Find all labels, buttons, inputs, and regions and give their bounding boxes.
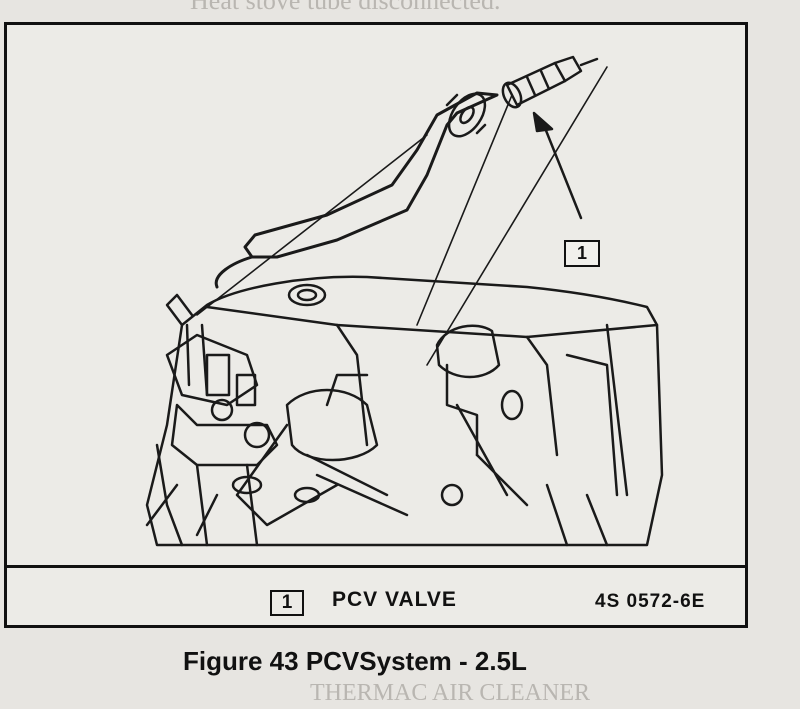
callout-leader bbox=[532, 111, 583, 220]
legend-divider bbox=[7, 565, 745, 568]
engine-block bbox=[145, 275, 664, 547]
hose-clamp bbox=[445, 92, 487, 138]
bleed-through-text-top: Heat stove tube disconnected. bbox=[190, 0, 501, 15]
pcv-valve bbox=[501, 55, 599, 109]
bleed-through-text-bottom: THERMAC AIR CLEANER bbox=[310, 680, 591, 706]
figure-caption: Figure 43 PCVSystem - 2.5L bbox=[183, 646, 527, 676]
legend-label: PCV VALVE bbox=[332, 588, 457, 611]
guide-lines bbox=[196, 66, 608, 366]
engine-illustration bbox=[145, 55, 664, 547]
legend-number-box: 1 bbox=[270, 590, 304, 616]
throttle-body-assembly bbox=[145, 293, 409, 547]
figure-frame: 1 1 PCV VALVE 4S 0572-6E bbox=[4, 22, 748, 628]
callout-label: 1 bbox=[564, 240, 600, 267]
figure-reference-code: 4S 0572-6E bbox=[595, 591, 706, 612]
pcv-hose bbox=[214, 91, 499, 289]
